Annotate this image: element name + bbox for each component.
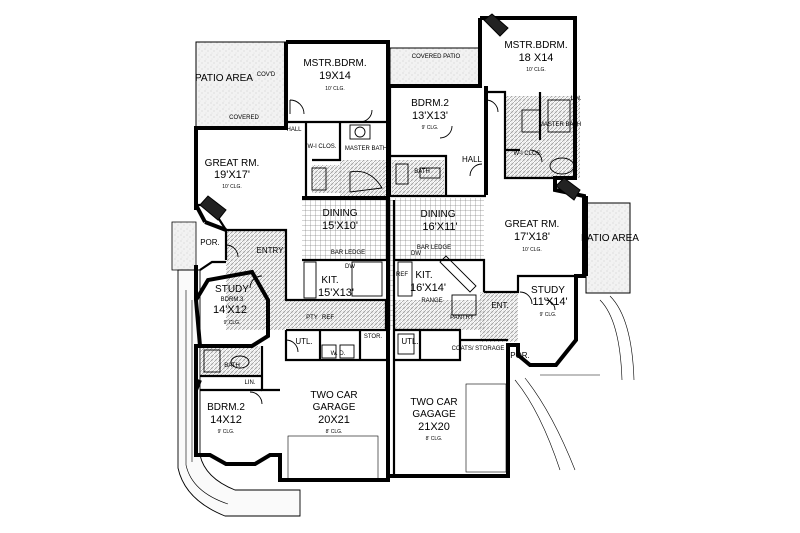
door-swings bbox=[225, 99, 556, 405]
left-bdrm2-dim: 14X12 bbox=[210, 414, 242, 426]
right-lin-label: LIN. bbox=[570, 96, 581, 102]
left-bar-ledge-label: BAR LEDGE bbox=[331, 250, 365, 256]
left-kit-dim: 15'X13' bbox=[318, 287, 354, 299]
right-kit-dim: 16'X14' bbox=[410, 282, 446, 294]
right-bdrm2-name: BDRM.2 bbox=[411, 98, 449, 109]
right-garage-dim: 21X20 bbox=[418, 421, 450, 433]
left-bath-label: BATH bbox=[224, 363, 240, 369]
right-great-rm-name: GREAT RM. bbox=[505, 219, 560, 230]
exterior-areas bbox=[171, 41, 635, 517]
right-coats-storage-label: COATS/ STORAGE bbox=[452, 346, 505, 352]
patio-area-label: PATIO AREA bbox=[195, 73, 253, 84]
left-garage-dim: 20X21 bbox=[318, 414, 350, 426]
right-bath-label: BATH bbox=[414, 169, 430, 175]
right-kit-name: KIT. bbox=[415, 270, 432, 281]
fireplace-right bbox=[555, 177, 581, 201]
right-garage-name2: GAGAGE bbox=[412, 409, 456, 420]
left-garage-name: TWO CAR bbox=[310, 390, 357, 401]
covered-label: COVERED bbox=[229, 115, 259, 121]
right-mstr-bdrm-name: MSTR.BDRM. bbox=[504, 40, 567, 51]
left-dining-name: DINING bbox=[323, 208, 358, 219]
right-dining-dim: 16'X11' bbox=[422, 221, 457, 233]
left-dw-label: DW bbox=[345, 264, 355, 270]
right-study-clg: 9' CLG. bbox=[540, 312, 557, 318]
left-garage-clg: 8' CLG. bbox=[326, 429, 343, 435]
right-pantry-label: PANTRY bbox=[450, 315, 474, 321]
fixtures bbox=[203, 99, 575, 481]
left-study-clg: 9' CLG. bbox=[224, 320, 241, 326]
left-hall-label: HALL bbox=[286, 127, 302, 133]
right-garage-clg: 8' CLG. bbox=[426, 436, 443, 442]
left-pty-label: PTY bbox=[306, 315, 318, 321]
left-dining-dim: 15'X10' bbox=[322, 220, 358, 232]
right-study-dim: 11'X14' bbox=[532, 296, 567, 308]
left-lin-label: LIN. bbox=[244, 380, 255, 386]
left-mstr-bdrm-clg: 10' CLG. bbox=[325, 86, 345, 92]
left-stor-label: STOR. bbox=[364, 334, 383, 340]
right-bdrm2-dim: 13'X13' bbox=[412, 110, 448, 122]
exterior-walls bbox=[194, 16, 588, 482]
left-wi-clos-label: W-I CLOS. bbox=[308, 144, 337, 150]
left-garage-name2: GARAGE bbox=[313, 402, 356, 413]
right-garage-name: TWO CAR bbox=[410, 397, 457, 408]
right-por-label: POR. bbox=[510, 351, 530, 360]
right-great-rm-clg: 10' CLG. bbox=[522, 247, 542, 253]
fireplace-left bbox=[199, 195, 227, 221]
covd-label: COV'D bbox=[257, 72, 276, 78]
left-master-bath-label: MASTER BATH bbox=[345, 146, 387, 152]
fireplace-master-right bbox=[483, 13, 509, 37]
left-entry-label: ENTRY bbox=[257, 246, 285, 255]
right-mstr-bdrm-dim: 18 X14 bbox=[519, 52, 554, 64]
left-mstr-bdrm-dim: 19X14 bbox=[319, 70, 351, 82]
left-bdrm2-name: BDRM.2 bbox=[207, 402, 245, 413]
right-study-name: STUDY bbox=[531, 285, 565, 296]
left-kit-name: KIT. bbox=[321, 275, 338, 286]
right-dining-name: DINING bbox=[421, 209, 456, 220]
left-great-rm-dim: 19'X17' bbox=[214, 169, 250, 181]
right-patio-area-label: PATIO AREA bbox=[581, 233, 639, 244]
left-great-rm-clg: 10' CLG. bbox=[222, 184, 242, 190]
labels-left-unit: PATIO AREA COV'D COVERED MSTR.BDRM. 19X1… bbox=[195, 58, 387, 435]
right-ent-label: ENT. bbox=[491, 301, 508, 310]
left-ref-label: REF bbox=[322, 315, 334, 321]
right-bar-ledge-label: BAR LEDGE bbox=[417, 245, 451, 251]
right-covered-patio-label: COVERED PATIO bbox=[412, 54, 461, 60]
left-wd-label: W. D. bbox=[331, 351, 346, 357]
right-great-rm-dim: 17'X18' bbox=[514, 231, 550, 243]
labels-right-unit: COVERED PATIO MSTR.BDRM. 18 X14 10' CLG.… bbox=[396, 40, 639, 442]
left-bdrm2-clg: 9' CLG. bbox=[218, 429, 235, 435]
right-mstr-bdrm-clg: 10' CLG. bbox=[526, 67, 546, 73]
left-study-dim: 14'X12 bbox=[213, 304, 247, 316]
right-dw-label: DW bbox=[411, 251, 421, 257]
right-utl-label: UTL. bbox=[401, 337, 418, 346]
left-utl-label: UTL. bbox=[295, 337, 312, 346]
right-hall-label: HALL bbox=[462, 155, 483, 164]
left-study-name: STUDY bbox=[215, 284, 249, 295]
right-range-label: RANGE bbox=[421, 298, 442, 304]
right-wi-clos-label: W-I CLOS. bbox=[514, 151, 543, 157]
right-bdrm2-clg: 9' CLG. bbox=[422, 125, 439, 131]
left-mstr-bdrm-name: MSTR.BDRM. bbox=[303, 58, 366, 69]
interior-walls-right bbox=[388, 86, 584, 476]
left-study-name2: BDRM.3 bbox=[221, 297, 244, 303]
left-great-rm-name: GREAT RM. bbox=[205, 158, 260, 169]
left-por-label: POR. bbox=[200, 238, 220, 247]
right-master-bath-label: MASTER BATH bbox=[539, 122, 581, 128]
right-ref-label: REF bbox=[396, 272, 408, 278]
